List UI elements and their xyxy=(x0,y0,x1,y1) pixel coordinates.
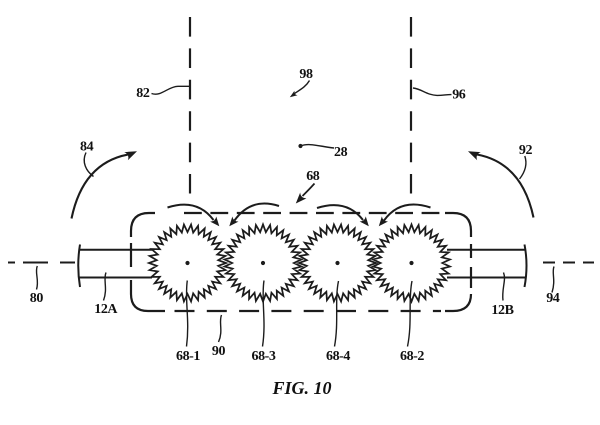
svg-text:68-2: 68-2 xyxy=(400,349,424,364)
svg-text:68-4: 68-4 xyxy=(326,349,350,364)
svg-text:80: 80 xyxy=(30,291,44,306)
svg-text:96: 96 xyxy=(452,87,466,102)
svg-text:FIG. 10: FIG. 10 xyxy=(271,378,331,398)
svg-text:12B: 12B xyxy=(491,303,513,318)
svg-text:68-1: 68-1 xyxy=(176,349,200,364)
svg-text:84: 84 xyxy=(80,140,94,155)
svg-text:68: 68 xyxy=(306,169,320,184)
svg-text:28: 28 xyxy=(334,145,348,160)
svg-text:92: 92 xyxy=(519,143,533,158)
svg-text:90: 90 xyxy=(212,344,226,359)
svg-text:82: 82 xyxy=(136,86,150,101)
svg-text:12A: 12A xyxy=(94,302,118,317)
svg-text:94: 94 xyxy=(546,291,560,306)
svg-text:98: 98 xyxy=(299,67,313,82)
svg-text:68-3: 68-3 xyxy=(251,349,275,364)
